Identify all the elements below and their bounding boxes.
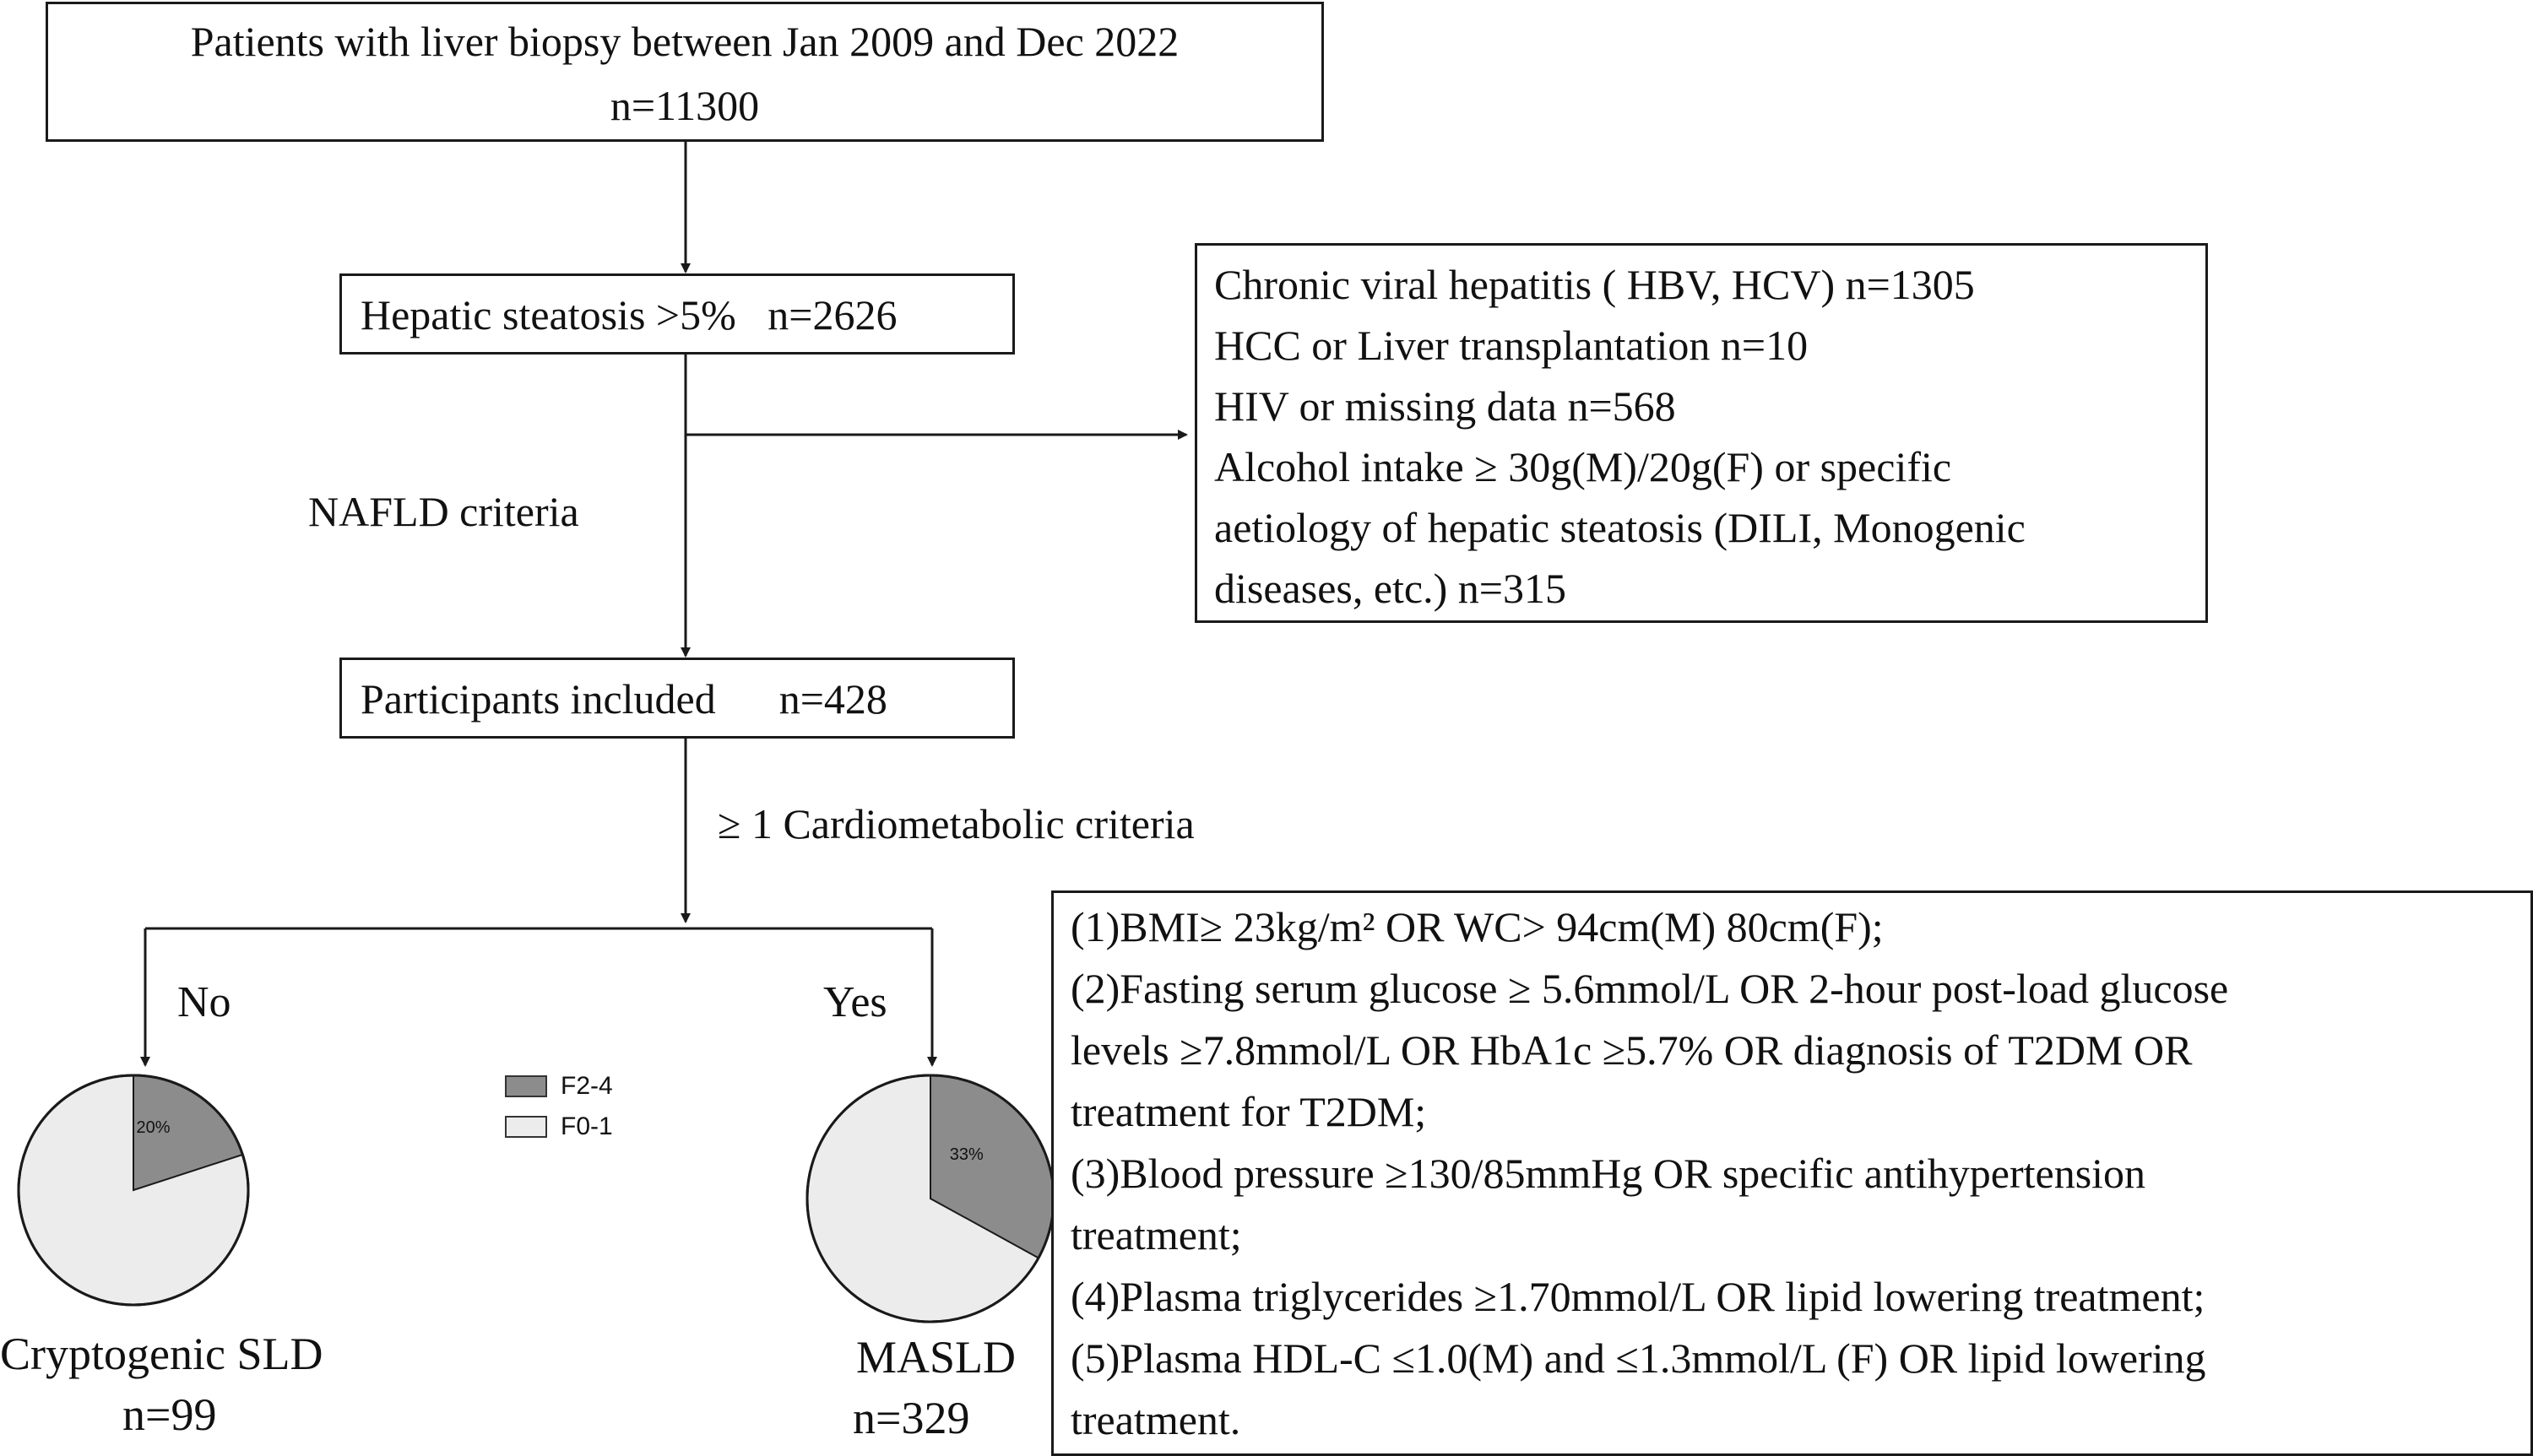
pie-left-outline: [17, 1074, 250, 1307]
legend-swatch-f24: [505, 1075, 547, 1097]
criteria-item-line: levels ≥7.8mmol/L OR HbA1c ≥5.7% OR diag…: [1071, 1026, 2193, 1074]
legend-label-f01: F0-1: [561, 1112, 613, 1140]
pie-cryptogenic-sld: 20%: [17, 1074, 250, 1307]
criteria-item-line: treatment.: [1071, 1396, 1241, 1443]
box-participants-included-text: Participants included n=428: [361, 675, 887, 723]
criteria-item-line: (3)Blood pressure ≥130/85mmHg OR specifi…: [1071, 1150, 2146, 1197]
criteria-item-line: (4)Plasma triglycerides ≥1.70mmol/L OR l…: [1071, 1273, 2205, 1320]
pie-left-group-n: n=99: [122, 1389, 217, 1440]
box-exclusions: Chronic viral hepatitis ( HBV, HCV) n=13…: [1195, 243, 2208, 623]
box-liver-biopsy-line1: Patients with liver biopsy between Jan 2…: [190, 18, 1180, 65]
criteria-item-line: treatment for T2DM;: [1071, 1088, 1427, 1135]
legend-swatch-f01: [505, 1116, 547, 1138]
pie-left-percent-label: 20%: [137, 1118, 171, 1137]
exclusion-item-line: Chronic viral hepatitis ( HBV, HCV) n=13…: [1214, 261, 1975, 308]
nafld-criteria-label: NAFLD criteria: [308, 488, 579, 535]
pie-masld: 33%: [805, 1074, 1055, 1323]
pie-right-group-n: n=329: [853, 1393, 970, 1443]
exclusion-item-line: diseases, etc.) n=315: [1214, 565, 1566, 612]
legend-label-f24: F2-4: [561, 1072, 613, 1100]
box-hepatic-steatosis-text: Hepatic steatosis >5% n=2626: [361, 291, 898, 338]
box-cardiometabolic-criteria: (1)BMI≥ 23kg/m² OR WC> 94cm(M) 80cm(F); (…: [1051, 890, 2533, 1456]
pie-right-percent-label: 33%: [950, 1145, 984, 1164]
pie-left-group-name: Cryptogenic SLD: [0, 1329, 323, 1379]
box-liver-biopsy-line2: n=11300: [610, 82, 760, 129]
cardiometabolic-criteria-label: ≥ 1 Cardiometabolic criteria: [718, 800, 1195, 847]
criteria-item-line: treatment;: [1071, 1211, 1242, 1258]
criteria-item-line: (5)Plasma HDL-C ≤1.0(M) and ≤1.3mmol/L (…: [1071, 1334, 2206, 1382]
branch-yes-label: Yes: [823, 978, 887, 1026]
box-liver-biopsy: Patients with liver biopsy between Jan 2…: [46, 2, 1324, 142]
exclusion-item-line: aetiology of hepatic steatosis (DILI, Mo…: [1214, 504, 2026, 551]
exclusion-item-line: Alcohol intake ≥ 30g(M)/20g(F) or specif…: [1214, 443, 1952, 490]
box-participants-included: Participants included n=428: [339, 658, 1015, 739]
exclusion-item-line: HCC or Liver transplantation n=10: [1214, 322, 1809, 369]
exclusion-item-line: HIV or missing data n=568: [1214, 382, 1676, 430]
box-hepatic-steatosis: Hepatic steatosis >5% n=2626: [339, 273, 1015, 355]
criteria-item-line: (2)Fasting serum glucose ≥ 5.6mmol/L OR …: [1071, 965, 2229, 1012]
pie-right-group-name: MASLD: [856, 1332, 1017, 1383]
criteria-item-line: (1)BMI≥ 23kg/m² OR WC> 94cm(M) 80cm(F);: [1071, 903, 1884, 950]
branch-no-label: No: [177, 978, 231, 1026]
